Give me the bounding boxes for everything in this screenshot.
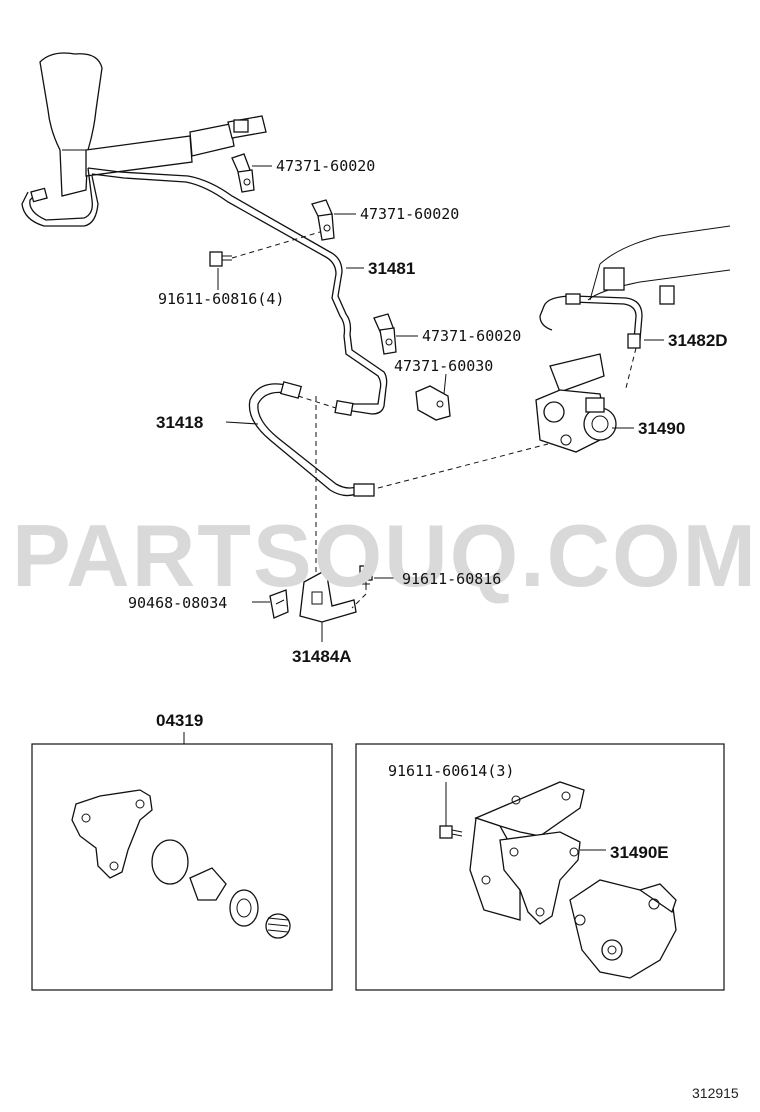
bracket-31484A [299, 568, 357, 623]
label-91611-60816-4: 91611-60816(4) [158, 290, 284, 308]
label-31481: 31481 [368, 259, 415, 278]
kit-04319-parts [71, 789, 291, 939]
label-31484A: 31484A [292, 647, 352, 666]
label-31418: 31418 [156, 413, 203, 432]
label-31490: 31490 [638, 419, 685, 438]
valve-body-31490E [569, 879, 677, 979]
diagram-code: 312915 [692, 1085, 739, 1101]
brake-line-31481 [21, 167, 388, 417]
bolt-91611-60614 [439, 825, 463, 839]
label-31482D: 31482D [668, 331, 728, 350]
proportioning-valve-31490 [535, 353, 617, 453]
clip-47371-60020-c [373, 313, 397, 355]
assembly-31490E-box [355, 743, 725, 991]
clip-47371-60020-b [311, 199, 335, 241]
clip-47371-60030 [415, 385, 451, 421]
label-47371-60020-a: 47371-60020 [276, 157, 375, 175]
bolt-91611-60816-4 [209, 251, 232, 267]
clip-47371-60020-a [231, 153, 255, 193]
frame-section-right [587, 225, 731, 305]
label-90468-08034: 90468-08034 [128, 594, 227, 612]
kit-04319-box [31, 743, 333, 991]
label-04319: 04319 [156, 711, 203, 730]
label-31490E: 31490E [610, 843, 669, 862]
leader-lines-top [217, 165, 664, 642]
label-47371-60030: 47371-60030 [394, 357, 493, 375]
brake-hose-31418 [248, 381, 375, 497]
bracket-31490E [469, 781, 585, 925]
label-91611-60614-3: 91611-60614(3) [388, 762, 514, 780]
master-cylinder-illustration [39, 52, 267, 197]
label-91611-60816: 91611-60816 [402, 570, 501, 588]
bolt-91611-60816 [359, 565, 373, 590]
clip-90468-08034 [269, 589, 289, 619]
watermark: PARTSOUQ.COM [12, 506, 758, 605]
label-47371-60020-b: 47371-60020 [360, 205, 459, 223]
label-47371-60020-c: 47371-60020 [422, 327, 521, 345]
brake-line-31482D [539, 293, 643, 349]
